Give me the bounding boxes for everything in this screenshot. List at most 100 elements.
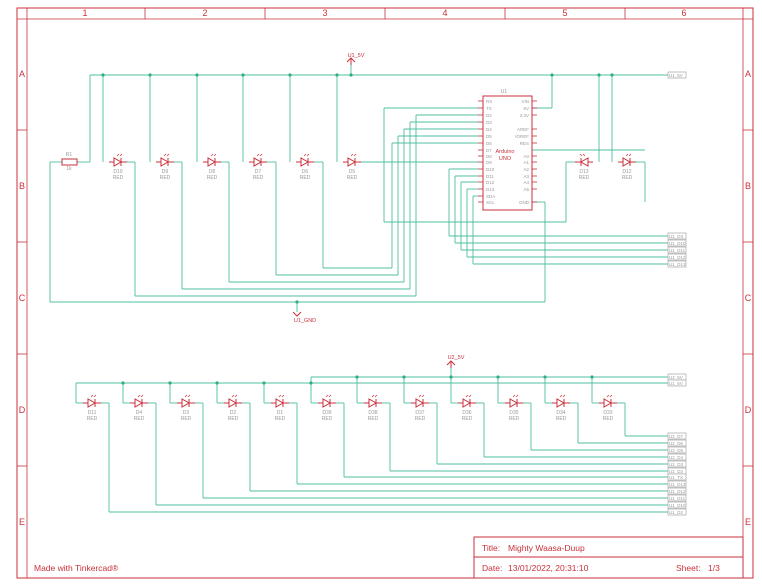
sheet-frame: [16, 7, 754, 579]
column-label: 6: [681, 8, 686, 18]
column-label: 3: [322, 8, 327, 18]
u2-5v-power-symbol: U2_5V: [446, 355, 465, 368]
net-port-label: U1_D13: [667, 480, 687, 488]
made-with-tinkercad: Made with Tinkercad®: [34, 563, 119, 573]
arduino-pin-label: SCL: [486, 200, 495, 205]
led-color: RED: [113, 175, 124, 181]
led-color: RED: [300, 175, 311, 181]
arduino-pin-label: RX: [486, 99, 492, 104]
top-circuit-wires: [49, 65, 668, 312]
led-name: D39: [322, 410, 331, 416]
arduino-pin-label: D8: [486, 154, 492, 159]
led-color: RED: [322, 416, 333, 422]
arduino-pin-label: D9: [486, 160, 492, 165]
led-color: RED: [160, 175, 171, 181]
net-port-label: U1_D13: [667, 260, 687, 268]
arduino-pin-label: D6: [486, 141, 492, 146]
led-color: RED: [603, 416, 614, 422]
led-name: D33: [603, 410, 612, 416]
led-name: D35: [509, 410, 518, 416]
arduino-pin-label: A1: [523, 160, 529, 165]
led-color: RED: [134, 416, 145, 422]
net-port-label: U1_D11: [667, 494, 687, 502]
led-name: D2: [230, 410, 237, 416]
resistor-value: 1k: [66, 166, 72, 172]
net-port-text: U1_D11: [669, 248, 686, 253]
led-name: D7: [255, 169, 262, 175]
net-port-label: U1_D2: [667, 508, 687, 516]
net-port-text: U2_D7: [669, 434, 684, 439]
bottom-ports: U2_5VU1_5VU2_D7U2_D6U2_D5U2_D4U2_D3U2_D2…: [667, 373, 687, 516]
net-port-label: U1_D10: [667, 239, 687, 247]
led-name: D3: [183, 410, 190, 416]
net-port-label: U2_D4: [667, 453, 687, 461]
arduino-pin-label: D2: [486, 113, 492, 118]
arduino-pin-label: D4: [486, 127, 492, 132]
net-port-text: U1_D11: [669, 496, 686, 501]
led-name: D4: [136, 410, 143, 416]
row-label: D: [19, 405, 26, 415]
led-color: RED: [509, 416, 520, 422]
title-block: Title: Mighty Waasa-Duup Date: 13/01/202…: [473, 536, 744, 579]
net-port-text: U2_5V: [669, 375, 683, 380]
led-name: D11: [88, 410, 97, 416]
led-name: D13: [579, 169, 588, 175]
net-port-label: U2_5V: [667, 373, 687, 381]
bottom-circuit-wires: [75, 368, 668, 513]
led-color: RED: [181, 416, 192, 422]
net-port-label: U2_D6: [667, 439, 687, 447]
arduino-pin-label: RES: [520, 141, 529, 146]
row-label: A: [745, 69, 751, 79]
arduino-pin-label: A3: [523, 174, 529, 179]
net-port-text: U1_D12: [669, 255, 686, 260]
title-label: Title:: [482, 543, 500, 553]
date-label: Date:: [482, 563, 502, 573]
net-port-label: U2_D2: [667, 467, 687, 475]
arduino-ref: U1: [501, 89, 508, 95]
led-color: RED: [579, 175, 590, 181]
net-port-text: U1_D10: [669, 503, 686, 508]
net-port-label: U1_5V: [667, 71, 687, 79]
arduino-pin-label: D10: [486, 167, 495, 172]
arduino-pin-label: AREF: [517, 127, 529, 132]
row-label: C: [745, 293, 752, 303]
net-port-text: U1_D12: [669, 489, 686, 494]
led-name: D5: [349, 169, 356, 175]
arduino-pin-label: A5: [523, 187, 529, 192]
arduino-pin-label: A2: [523, 167, 529, 172]
arduino-pin-label: A0: [523, 154, 529, 159]
led-color: RED: [347, 175, 358, 181]
arduino-pin-label: A4: [523, 180, 529, 185]
net-port-label: U1_D12: [667, 487, 687, 495]
net-port-label: U1_D3: [667, 232, 687, 240]
led-color: RED: [253, 175, 264, 181]
led-name: D10: [113, 169, 122, 175]
row-labels: A B C D E A B C D E: [19, 69, 752, 527]
arduino-uno: U1 Arduino UNO RXTXD2D3D4D5D6D7D8D9D10D1…: [478, 89, 537, 211]
arduino-pin-label: 3.3V: [520, 113, 529, 118]
arduino-pin-label: D3: [486, 120, 492, 125]
net-port-label: U1_D10: [667, 501, 687, 509]
led-name: D12: [622, 169, 631, 175]
u2-5v-label: U2_5V: [448, 355, 465, 361]
net-port-text: U1_5V: [669, 381, 683, 386]
arduino-name: Arduino: [496, 149, 515, 155]
row-label: B: [19, 181, 25, 191]
net-port-text: U1_D3: [669, 234, 684, 239]
led-name: D8: [209, 169, 216, 175]
column-label: 5: [562, 8, 567, 18]
resistor-r1: R1 1k: [61, 152, 78, 172]
